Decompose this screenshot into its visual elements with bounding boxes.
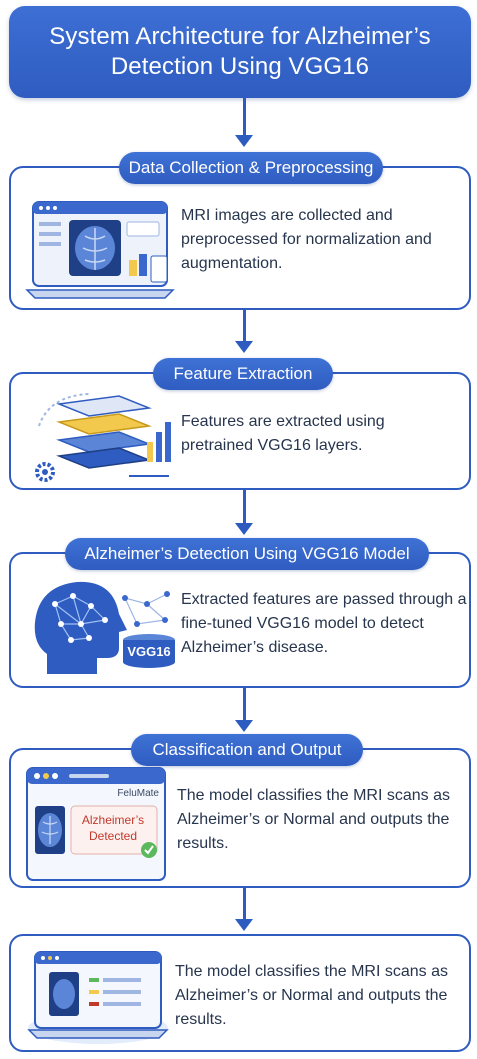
flow-arrow-2 bbox=[229, 310, 259, 354]
result-text: Alzheimer’s Detected bbox=[81, 813, 145, 843]
stage-desc-classification: The model classifies the MRI scans as Al… bbox=[177, 787, 450, 852]
stage-desc-data-collection: MRI images are collected and preprocesse… bbox=[181, 207, 432, 272]
title-banner: System Architecture for Alzheimer’s Dete… bbox=[9, 6, 471, 98]
flow-arrow-1 bbox=[229, 98, 259, 148]
stage-card-detection: Alzheimer’s Detection Using VGG16 Model … bbox=[9, 538, 471, 688]
result-window-icon: FeluMate Alzheimer’s Detected bbox=[25, 766, 169, 884]
stage-label-detection: Alzheimer’s Detection Using VGG16 Model bbox=[65, 538, 429, 570]
window-title: FeluMate bbox=[117, 788, 159, 799]
stage-desc-feature-extraction: Features are extracted using pretrained … bbox=[181, 413, 385, 454]
stage-card-feature-extraction: Feature Extraction Features are extracte… bbox=[9, 358, 471, 490]
stage-label-classification: Classification and Output bbox=[131, 734, 363, 766]
stage-card-data-collection: Data Collection & Preprocessing MRI imag… bbox=[9, 152, 471, 310]
stage-label-feature-extraction: Feature Extraction bbox=[153, 358, 333, 390]
dashboard-laptop-icon bbox=[23, 948, 173, 1046]
title-line-2: Detection Using VGG16 bbox=[110, 53, 370, 80]
flow-arrow-5 bbox=[229, 888, 259, 932]
head-neural-network-icon bbox=[27, 574, 177, 682]
stage-label-data-collection: Data Collection & Preprocessing bbox=[119, 152, 383, 184]
flow-arrow-3 bbox=[229, 490, 259, 536]
stage-desc-detection: Extracted features are passed through a … bbox=[181, 591, 467, 656]
stage-card-classification: Classification and Output FeluMate Alzhe… bbox=[9, 734, 471, 888]
stage-desc-output: The model classifies the MRI scans as Al… bbox=[175, 963, 448, 1028]
stage-card-output: The model classifies the MRI scans as Al… bbox=[9, 934, 471, 1052]
laptop-brain-mri-icon bbox=[25, 198, 175, 302]
layer-stack-gear-icon bbox=[29, 386, 179, 486]
vgg16-badge: VGG16 bbox=[127, 644, 171, 659]
title-line-1: System Architecture for Alzheimer’s bbox=[49, 23, 431, 50]
flow-arrow-4 bbox=[229, 687, 259, 733]
